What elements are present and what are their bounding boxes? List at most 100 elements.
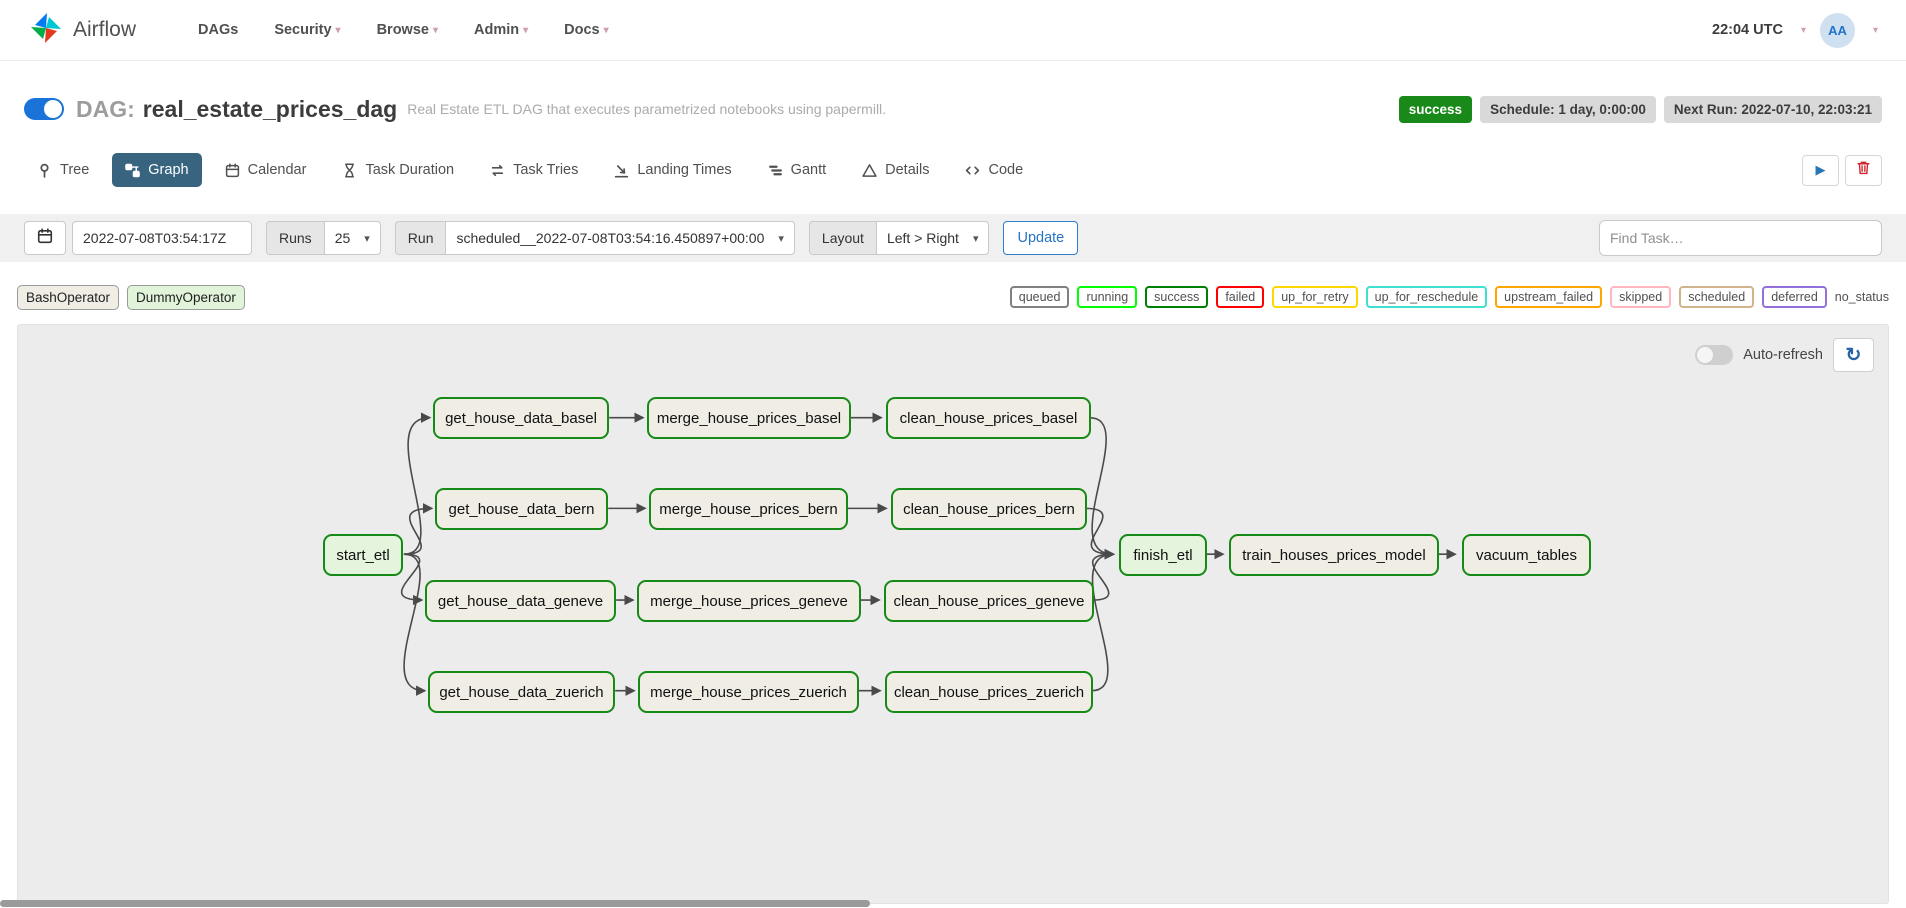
autorefresh-controls: Auto-refresh ↻: [1695, 338, 1874, 372]
tab-task-tries[interactable]: Task Tries: [477, 153, 591, 187]
tabs-row: Tree Graph Calendar Task Duration Task Tries…: [0, 150, 1906, 190]
code-icon: [965, 163, 980, 178]
update-button[interactable]: Update: [1003, 221, 1079, 255]
dag-node-clean_house_prices_zuerich[interactable]: clean_house_prices_zuerich: [885, 671, 1093, 713]
dag-node-merge_house_prices_zuerich[interactable]: merge_house_prices_zuerich: [638, 671, 859, 713]
caret-down-icon: ▾: [523, 25, 529, 36]
tab-tree[interactable]: Tree: [24, 153, 102, 187]
plane-landing-icon: [614, 163, 629, 178]
nav-item-dags[interactable]: DAGs: [198, 22, 239, 38]
tab-code[interactable]: Code: [952, 153, 1036, 187]
nav-item-security[interactable]: Security▾: [274, 22, 341, 38]
dag-description: Real Estate ETL DAG that executes parame…: [407, 101, 887, 117]
dag-title: real_estate_prices_dag: [142, 95, 398, 122]
dag-node-vacuum_tables[interactable]: vacuum_tables: [1462, 534, 1591, 576]
base-date-input[interactable]: [72, 221, 252, 255]
trigger-dag-button[interactable]: ▶: [1802, 154, 1839, 186]
trash-icon: [1856, 160, 1871, 180]
dag-node-merge_house_prices_geneve[interactable]: merge_house_prices_geneve: [637, 580, 861, 622]
dag-node-get_house_data_geneve[interactable]: get_house_data_geneve: [425, 580, 616, 622]
user-avatar[interactable]: AA: [1819, 12, 1855, 48]
operator-legend: BashOperator DummyOperator: [17, 284, 245, 310]
dag-header: DAG: real_estate_prices_dag Real Estate …: [0, 88, 1906, 130]
runs-select[interactable]: 25▾: [323, 221, 381, 255]
utc-clock[interactable]: 22:04 UTC: [1712, 22, 1783, 38]
layout-group: Layout Left > Right▾: [808, 221, 990, 255]
airflow-logo-icon: [28, 10, 64, 51]
state-badge-failed[interactable]: failed: [1216, 286, 1265, 308]
delete-dag-button[interactable]: [1845, 154, 1882, 186]
dag-node-clean_house_prices_basel[interactable]: clean_house_prices_basel: [886, 397, 1091, 439]
refresh-icon: ↻: [1845, 344, 1862, 366]
legend-row: BashOperator DummyOperator queued running s…: [0, 283, 1906, 311]
dag-graph-canvas[interactable]: start_etl get_house_data_basel get_house_d…: [17, 324, 1889, 904]
dag-node-train_houses_prices_model[interactable]: train_houses_prices_model: [1229, 534, 1439, 576]
tab-landing-times[interactable]: Landing Times: [601, 153, 744, 187]
filter-bar: Runs 25▾ Run scheduled__2022-07-08T03:54…: [0, 214, 1906, 262]
operator-badge-dummyoperator[interactable]: DummyOperator: [127, 284, 245, 310]
date-picker-button[interactable]: [24, 221, 66, 255]
state-badge-scheduled[interactable]: scheduled: [1679, 286, 1755, 308]
layout-select[interactable]: Left > Right▾: [875, 221, 990, 255]
calendar-icon: [225, 162, 240, 178]
main-nav: DAGs Security▾ Browse▾ Admin▾ Docs▾: [198, 22, 609, 38]
auto-refresh-toggle[interactable]: [1695, 345, 1734, 365]
auto-refresh-label: Auto-refresh: [1743, 347, 1823, 363]
nav-item-docs[interactable]: Docs▾: [564, 22, 609, 38]
dag-node-merge_house_prices_basel[interactable]: merge_house_prices_basel: [647, 397, 851, 439]
details-icon: [862, 163, 877, 178]
dag-node-get_house_data_basel[interactable]: get_house_data_basel: [433, 397, 609, 439]
repeat-icon: [490, 163, 505, 178]
view-tabs: Tree Graph Calendar Task Duration Task Tries…: [24, 153, 1036, 187]
run-group: Run scheduled__2022-07-08T03:54:16.45089…: [394, 221, 795, 255]
status-badge: success: [1398, 95, 1473, 123]
state-badge-success[interactable]: success: [1145, 286, 1209, 308]
dag-title-prefix: DAG:: [76, 95, 135, 122]
state-badge-deferred[interactable]: deferred: [1762, 286, 1827, 308]
dag-edges: [400, 412, 1457, 696]
caret-down-icon: ▾: [603, 25, 609, 36]
dag-node-start_etl[interactable]: start_etl: [323, 534, 403, 576]
state-badge-no_status[interactable]: no_status: [1834, 290, 1889, 304]
caret-down-icon: ▾: [432, 25, 438, 36]
avatar-caret-icon: ▾: [1872, 24, 1878, 36]
state-badge-running[interactable]: running: [1077, 286, 1138, 308]
layout-label: Layout: [808, 221, 876, 255]
refresh-button[interactable]: ↻: [1833, 338, 1874, 372]
gantt-icon: [768, 163, 783, 178]
horizontal-scrollbar[interactable]: [0, 900, 870, 907]
nav-item-browse[interactable]: Browse▾: [376, 22, 438, 38]
state-legend: queued running success failed up_for_retry up…: [1009, 286, 1889, 308]
dag-node-merge_house_prices_bern[interactable]: merge_house_prices_bern: [649, 488, 848, 530]
dag-pause-toggle[interactable]: [24, 98, 64, 120]
state-badge-upstream_failed[interactable]: upstream_failed: [1495, 286, 1603, 308]
tab-details[interactable]: Details: [849, 153, 942, 187]
hourglass-icon: [342, 163, 357, 178]
dag-node-get_house_data_zuerich[interactable]: get_house_data_zuerich: [428, 671, 615, 713]
calendar-icon: [37, 227, 53, 249]
state-badge-up_for_reschedule[interactable]: up_for_reschedule: [1365, 286, 1488, 308]
state-badge-skipped[interactable]: skipped: [1610, 286, 1672, 308]
chevron-down-icon: ▾: [972, 232, 979, 245]
clock-caret-icon: ▾: [1800, 24, 1806, 36]
state-badge-up_for_retry[interactable]: up_for_retry: [1272, 286, 1358, 308]
tab-calendar[interactable]: Calendar: [212, 153, 320, 187]
tree-pin-icon: [37, 163, 52, 178]
dag-node-clean_house_prices_geneve[interactable]: clean_house_prices_geneve: [884, 580, 1094, 622]
nav-item-admin[interactable]: Admin▾: [474, 22, 529, 38]
dag-node-clean_house_prices_bern[interactable]: clean_house_prices_bern: [891, 488, 1087, 530]
caret-down-icon: ▾: [335, 25, 341, 36]
run-select[interactable]: scheduled__2022-07-08T03:54:16.450897+00…: [445, 221, 795, 255]
tab-gantt[interactable]: Gantt: [755, 153, 839, 187]
tab-graph[interactable]: Graph: [112, 153, 202, 187]
next-run-badge: Next Run: 2022-07-10, 22:03:21: [1663, 95, 1882, 123]
find-task-input[interactable]: [1599, 220, 1882, 256]
play-icon: ▶: [1815, 162, 1826, 177]
dag-node-finish_etl[interactable]: finish_etl: [1119, 534, 1207, 576]
operator-badge-bashoperator[interactable]: BashOperator: [17, 284, 120, 310]
airflow-brand[interactable]: Airflow: [28, 10, 136, 51]
tab-task-duration[interactable]: Task Duration: [329, 153, 467, 187]
dag-node-get_house_data_bern[interactable]: get_house_data_bern: [435, 488, 608, 530]
state-badge-queued[interactable]: queued: [1009, 286, 1070, 308]
